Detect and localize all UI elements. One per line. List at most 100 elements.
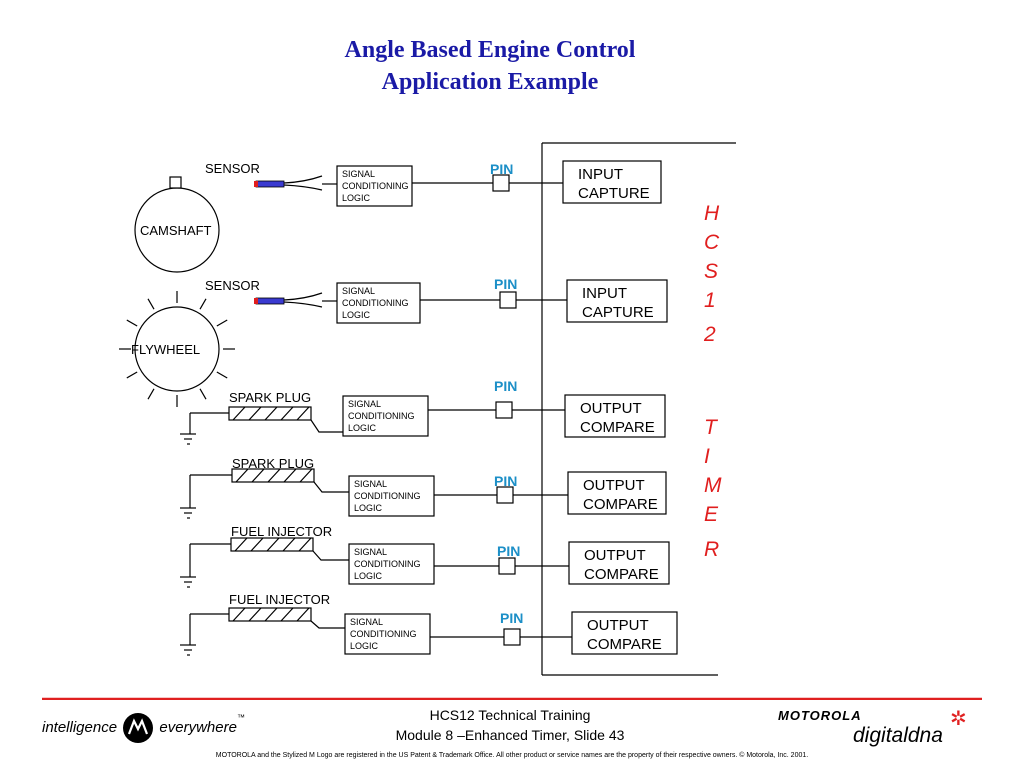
actuator-lead [310,419,343,433]
signal-conditioning-label: CONDITIONING [342,298,409,308]
flywheel-label: FLYWHEEL [131,342,200,357]
actuator-label: FUEL INJECTOR [231,524,332,539]
actuator-lead [313,481,349,493]
flywheel-tooth [126,371,138,379]
block-label-line1: INPUT [578,166,623,183]
tagline-left: intelligence [42,718,118,736]
legal-notice: MOTOROLA and the Stylized M Logo are reg… [215,752,809,759]
actuator-hatch [232,406,246,421]
signal-conditioning-label: LOGIC [354,571,383,581]
pin-label: PIN [494,276,517,292]
timer-letter: I [704,445,710,468]
sensor-probe [255,180,285,188]
timer-letter: 1 [704,289,716,312]
sensor-probe [255,297,285,305]
signal-conditioning-label: SIGNAL [354,547,387,557]
block-label-line1: OUTPUT [580,400,642,417]
flywheel-tooth [147,388,155,400]
camshaft-lobe [169,176,182,189]
tagline-tm: ™ [236,713,245,722]
pin-square [498,557,516,575]
block-label-line2: COMPARE [584,566,659,583]
block-label-line2: COMPARE [583,496,658,513]
actuator-hatch [280,607,294,622]
actuator-hatch [299,468,313,483]
output-compare-block [568,541,670,585]
signal-conditioning-label: SIGNAL [350,617,383,627]
slide-title-line2: Application Example [381,69,599,95]
footer-module: Module 8 –Enhanced Timer, Slide 43 [395,727,625,743]
sensor-lead [283,301,323,308]
flywheel-tooth [199,388,207,400]
signal-conditioning-label: CONDITIONING [348,411,415,421]
signal-conditioning-box [336,165,413,207]
slide-title: Angle Based Engine Control Application E… [0,34,980,98]
sensor-lead [283,292,323,301]
pin-label: PIN [500,610,523,626]
signal-conditioning-label: SIGNAL [342,169,375,179]
actuator-hatch [283,468,297,483]
block-label-line1: OUTPUT [583,477,645,494]
actuator-hatch [250,537,264,552]
block-label-line1: OUTPUT [584,547,646,564]
actuator-hatch [248,406,262,421]
actuator-hatch [248,607,262,622]
block-label-line2: COMPARE [580,419,655,436]
actuator-hatch [267,468,281,483]
signal-conditioning-box [348,475,435,517]
signal-conditioning-label: SIGNAL [342,286,375,296]
signal-conditioning-label: LOGIC [342,310,371,320]
camshaft-label: CAMSHAFT [140,223,212,238]
actuator-lead [310,620,345,629]
flywheel-tooth [199,298,207,310]
sensor-tip [254,298,258,304]
block-label-line2: CAPTURE [578,185,650,202]
signal-conditioning-box [342,395,429,437]
pin-label: PIN [490,161,513,177]
digital-dna-wordmark: digitaldna [853,724,943,747]
signal-conditioning-label: LOGIC [350,641,379,651]
slide-title-line1: Angle Based Engine Control [344,37,636,63]
actuator-hatch [296,406,310,421]
actuator-hatch [264,406,278,421]
sensor-label: SENSOR [205,161,260,176]
dna-flower-icon: ✲ [950,706,967,730]
flywheel-tooth [147,298,155,310]
pin-square [496,486,514,504]
block-label-line1: INPUT [582,285,627,302]
motorola-wordmark: MOTOROLA [778,708,862,723]
actuator-hatch [234,537,248,552]
sensor-lead [283,175,323,184]
output-compare-block [571,611,678,655]
actuator-hatch [266,537,280,552]
pin-square [492,174,510,192]
tagline: intelligence everywhere™ [42,713,245,743]
actuator-label: SPARK PLUG [229,390,311,405]
sensor-tip [254,181,258,187]
timer-letter: S [704,260,718,283]
timer-letter: E [704,503,719,526]
output-compare-block [567,471,667,515]
block-label-line1: OUTPUT [587,617,649,634]
signal-conditioning-label: LOGIC [354,503,383,513]
timer-letter: M [704,474,722,497]
timer-letter: 2 [703,323,716,346]
block-label-line2: COMPARE [587,636,662,653]
pin-square [503,628,521,646]
footer-course: HCS12 Technical Training [429,707,591,723]
signal-conditioning-box [344,613,431,655]
pin-label: PIN [497,543,520,559]
pin-label: PIN [494,473,517,489]
motorola-m-logo [123,713,154,743]
signal-conditioning-box [336,282,421,324]
pin-square [499,291,517,309]
signal-conditioning-label: SIGNAL [354,479,387,489]
pin-label: PIN [494,378,517,394]
actuator-lead [312,550,349,561]
block-label-line2: CAPTURE [582,304,654,321]
actuator-label: SPARK PLUG [232,456,314,471]
flywheel-wheel [134,306,220,392]
signal-conditioning-label: CONDITIONING [354,559,421,569]
timer-letter: H [704,202,720,225]
input-capture-block [562,160,662,204]
